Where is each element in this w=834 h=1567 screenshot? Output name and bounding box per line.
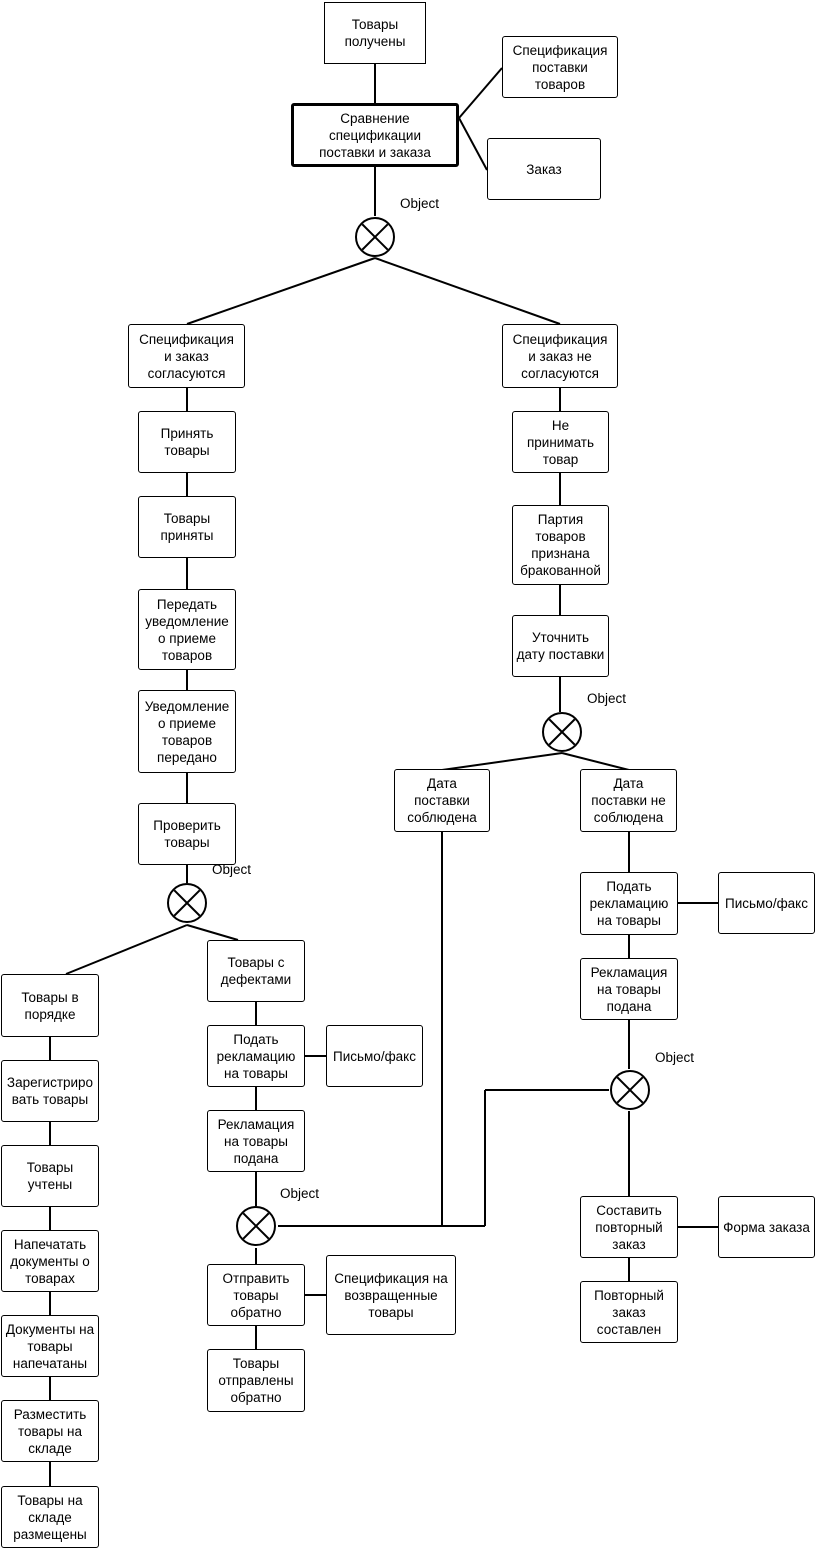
return-goods-node: Отправить товары обратно xyxy=(207,1264,305,1326)
order-form-node: Форма заказа xyxy=(718,1196,815,1258)
file-claim-left-label: Подать рекламацию на товары xyxy=(216,1031,296,1081)
file-claim-right-label: Подать рекламацию на товары xyxy=(589,879,669,928)
junction-4-label: Object xyxy=(587,691,627,706)
print-docs-label: Напечатать документы о товарах xyxy=(10,1236,90,1286)
reorder-done-label: Повторный заказ составлен xyxy=(594,1287,664,1337)
goods-ok-node: Товары в порядке xyxy=(1,974,99,1037)
reorder-node: Составить повторный заказ xyxy=(580,1196,678,1258)
reorder-label: Составить повторный заказ xyxy=(595,1202,663,1252)
letter-fax-left-label: Письмо/факс xyxy=(333,1048,416,1064)
register-goods-node: Зарегистриро вать товары xyxy=(1,1060,99,1122)
claim-filed-right-node: Рекламация на товары подана xyxy=(580,958,678,1020)
goods-returned-node: Товары отправлены обратно xyxy=(207,1349,305,1412)
goods-accepted-node: Товары приняты xyxy=(138,496,236,558)
date-not-met-node: Дата поставки не соблюдена xyxy=(580,769,677,832)
spec-mismatch-node: Спецификация и заказ не согласуются xyxy=(502,324,618,388)
spec-match-label: Спецификация и заказ согласуются xyxy=(139,331,234,381)
letter-fax-right-node: Письмо/факс xyxy=(718,872,815,934)
reject-goods-label: Не принимать товар xyxy=(526,417,595,467)
clarify-date-node: Уточнить дату поставки xyxy=(512,615,609,677)
goods-received-label: Товары получены xyxy=(344,17,406,49)
goods-returned-label: Товары отправлены обратно xyxy=(218,1356,294,1405)
returned-spec-node: Спецификация на возвращенные товары xyxy=(326,1255,456,1335)
goods-counted-node: Товары учтены xyxy=(1,1145,99,1207)
date-not-met-label: Дата поставки не соблюдена xyxy=(591,776,666,825)
docs-printed-node: Документы на товары напечатаны xyxy=(1,1315,99,1377)
order-node: Заказ xyxy=(487,138,601,200)
register-goods-label: Зарегистриро вать товары xyxy=(6,1075,94,1107)
junction-3 xyxy=(236,1206,276,1246)
print-docs-node: Напечатать документы о товарах xyxy=(1,1230,99,1292)
goods-placed-node: Товары на складе размещены xyxy=(1,1486,99,1548)
junction-4 xyxy=(542,712,582,752)
file-claim-left-node: Подать рекламацию на товары xyxy=(207,1025,305,1087)
accept-goods-node: Принять товары xyxy=(138,411,236,473)
junction-5 xyxy=(610,1070,650,1110)
order-form-label: Форма заказа xyxy=(723,1219,810,1235)
junction-1-label: Object xyxy=(400,196,440,211)
compare-spec-label: Сравнение спецификации поставки и заказа xyxy=(319,110,431,160)
delivery-spec-label: Спецификация поставки товаров xyxy=(512,42,608,92)
notice-sent-label: Уведомление о приеме товаров передано xyxy=(144,698,230,765)
send-notice-node: Передать уведомление о приеме товаров xyxy=(138,589,236,670)
return-goods-label: Отправить товары обратно xyxy=(222,1270,290,1320)
letter-fax-right-label: Письмо/факс xyxy=(725,895,808,911)
spec-mismatch-label: Спецификация и заказ не согласуются xyxy=(512,331,608,381)
junction-2 xyxy=(167,883,207,923)
defective-goods-node: Товары с дефектами xyxy=(207,940,305,1002)
junction-2-label: Object xyxy=(212,862,252,877)
order-label: Заказ xyxy=(526,161,562,177)
delivery-spec-node: Спецификация поставки товаров xyxy=(502,36,618,98)
place-goods-label: Разместить товары на складе xyxy=(13,1406,87,1456)
batch-rejected-label: Партия товаров признана бракованной xyxy=(520,512,601,578)
claim-filed-right-label: Рекламация на товары подана xyxy=(590,964,668,1014)
letter-fax-left-node: Письмо/факс xyxy=(326,1025,423,1087)
junction-1 xyxy=(355,217,395,257)
defective-goods-label: Товары с дефектами xyxy=(220,955,292,987)
check-goods-label: Проверить товары xyxy=(153,818,221,850)
goods-counted-label: Товары учтены xyxy=(26,1160,74,1192)
claim-filed-left-node: Рекламация на товары подана xyxy=(207,1110,305,1172)
spec-match-node: Спецификация и заказ согласуются xyxy=(128,324,245,388)
file-claim-right-node: Подать рекламацию на товары xyxy=(580,872,678,935)
date-met-label: Дата поставки соблюдена xyxy=(407,776,477,825)
date-met-node: Дата поставки соблюдена xyxy=(394,769,490,832)
claim-filed-left-label: Рекламация на товары подана xyxy=(217,1116,295,1166)
goods-placed-label: Товары на складе размещены xyxy=(13,1492,87,1542)
check-goods-node: Проверить товары xyxy=(138,803,236,865)
accept-goods-label: Принять товары xyxy=(160,426,214,458)
send-notice-label: Передать уведомление о приеме товаров xyxy=(145,596,229,663)
clarify-date-label: Уточнить дату поставки xyxy=(516,630,605,662)
reject-goods-node: Не принимать товар xyxy=(512,411,609,473)
junction-5-label: Object xyxy=(655,1050,695,1065)
returned-spec-label: Спецификация на возвращенные товары xyxy=(334,1270,448,1320)
notice-sent-node: Уведомление о приеме товаров передано xyxy=(138,690,236,773)
batch-rejected-node: Партия товаров признана бракованной xyxy=(512,505,609,585)
goods-ok-label: Товары в порядке xyxy=(21,989,79,1022)
goods-received-node: Товары получены xyxy=(324,2,426,64)
goods-accepted-label: Товары приняты xyxy=(160,511,214,543)
reorder-done-node: Повторный заказ составлен xyxy=(580,1281,678,1343)
junction-3-label: Object xyxy=(280,1186,320,1201)
place-goods-node: Разместить товары на складе xyxy=(1,1400,99,1462)
compare-spec-node: Сравнение спецификации поставки и заказа xyxy=(291,103,459,167)
docs-printed-label: Документы на товары напечатаны xyxy=(5,1321,95,1371)
